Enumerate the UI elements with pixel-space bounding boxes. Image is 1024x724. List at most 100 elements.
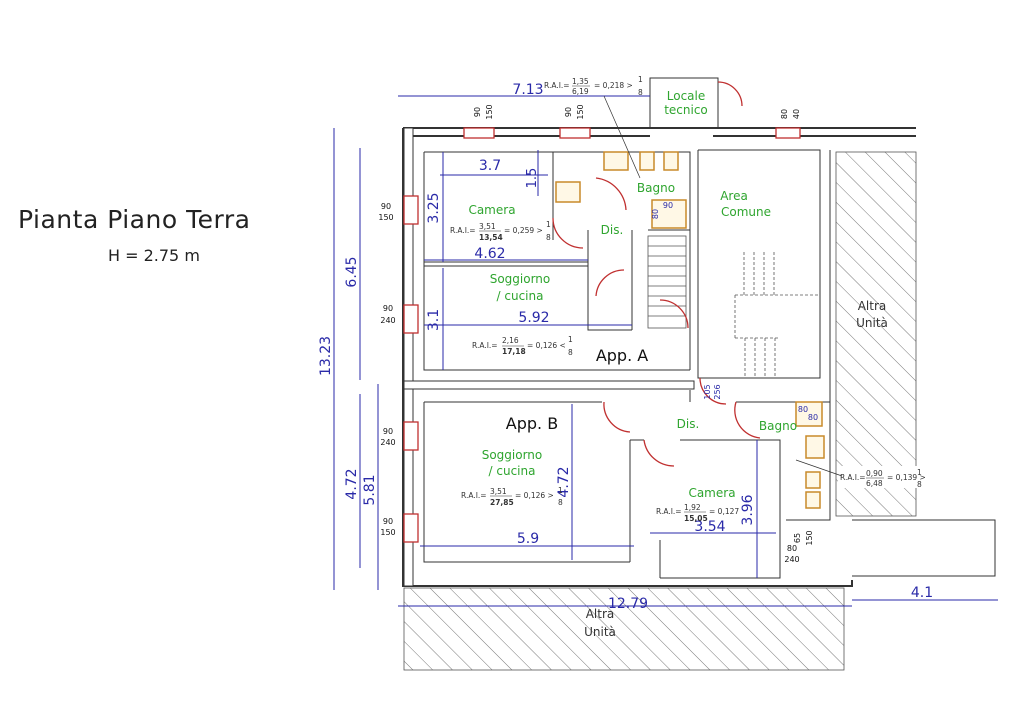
hatch-bottom-unit [403,587,845,671]
room-soggiorno-b-line1: Soggiorno [482,448,543,462]
room-camera-a: Camera [468,203,515,217]
win-left2-b: 240 [380,316,395,325]
room-locale-line2: tecnico [664,103,708,117]
room-dis-b: Dis. [677,417,700,431]
svg-text:6,48: 6,48 [866,479,883,488]
room-soggiorno-a-line2: / cucina [497,289,544,303]
doors [552,81,761,467]
rai-soggiorno-a: R.A.I.= 2,16 17,18 = 0,126 < 1 8 [472,335,573,357]
svg-text:R.A.I.=: R.A.I.= [461,491,487,500]
window-labels: 90 150 90 150 80 40 90 150 90 240 90 240… [378,104,818,564]
room-altra-bottom-line2: Unità [584,625,616,639]
svg-text:13,54: 13,54 [479,233,503,242]
svg-text:R.A.I.=: R.A.I.= [472,341,498,350]
dim-3-54: 3.54 [694,519,725,535]
rai-camera-a: R.A.I.= 3,51 13,54 = 0,259 > 1 8 [450,220,551,242]
dim-5-9: 5.9 [517,531,539,547]
win-bottom-a: 80 [787,544,797,553]
dim-4-1: 4.1 [911,585,933,601]
room-area-line2: Comune [721,205,771,219]
dim-3-1: 3.1 [426,309,442,331]
stairs-common [734,252,818,378]
dim-7-13: 7.13 [512,82,543,98]
svg-text:15,05: 15,05 [684,514,708,523]
rai-bagno-b: R.A.I.= 0,90 6,48 = 0,139 > 1 8 [838,466,926,489]
svg-text:8: 8 [917,480,922,489]
svg-text:1,35: 1,35 [572,77,589,86]
svg-text:= 0,218 >: = 0,218 > [594,81,633,90]
svg-text:2,16: 2,16 [502,336,519,345]
door-entrance-a: 105 [703,384,712,399]
room-camera-b: Camera [688,486,735,500]
room-soggiorno-b-line2: / cucina [489,464,536,478]
bathroom-fixtures [555,151,825,509]
svg-text:1: 1 [917,468,922,477]
svg-text:1: 1 [568,335,573,344]
svg-text:R.A.I.=: R.A.I.= [450,226,476,235]
dim-5-92: 5.92 [518,310,549,326]
apartment-b-label: App. B [506,414,558,433]
win-left1-a: 90 [381,202,391,211]
svg-text:27,85: 27,85 [490,498,514,507]
dim-4-72-left: 4.72 [344,468,360,499]
svg-text:= 0,127: = 0,127 [709,507,739,516]
win-left4-a: 90 [383,517,393,526]
svg-text:8: 8 [638,88,643,97]
plan-height: H = 2.75 m [108,246,200,265]
svg-text:3,51: 3,51 [490,487,507,496]
dim-3-25: 3.25 [426,192,442,223]
dim-13-23: 13.23 [318,336,334,376]
apartment-a-label: App. A [596,346,648,365]
svg-text:R.A.I.=: R.A.I.= [544,81,570,90]
door-entrance-b: 256 [713,384,722,399]
dim-1-5: 1.5 [525,168,540,189]
dim-3-7: 3.7 [479,158,501,174]
shower-b-label-b: 80 [808,413,818,422]
svg-text:= 0,139 >: = 0,139 > [887,473,926,482]
win-left3-a: 90 [383,427,393,436]
room-soggiorno-a-line1: Soggiorno [490,272,551,286]
svg-text:1: 1 [638,75,643,84]
win-bagno-b-b: 150 [805,530,814,545]
left-windows [403,127,801,543]
rai-camera-b: R.A.I.= 1,92 15,05 = 0,127 [656,503,739,523]
win-top1-b: 150 [485,104,494,119]
room-altra-line2: Unità [856,316,888,330]
svg-text:8: 8 [546,233,551,242]
dim-4-62: 4.62 [474,246,505,262]
dimension-lines [333,95,998,607]
room-altra-bottom-line1: Altra [586,607,615,621]
room-bagno-b: Bagno [759,419,797,433]
svg-text:1,92: 1,92 [684,503,701,512]
win-left3-b: 240 [380,438,395,447]
room-altra-line1: Altra [858,299,887,313]
win-left1-b: 150 [378,213,393,222]
room-dis-a: Dis. [601,223,624,237]
win-bottom-b: 240 [784,555,799,564]
win-left4-b: 150 [380,528,395,537]
shower-a-label-a: 80 [651,209,660,219]
svg-text:6,19: 6,19 [572,87,589,96]
win-top1-a: 90 [473,107,482,117]
stairs-a [647,235,687,329]
svg-text:R.A.I.=: R.A.I.= [840,473,866,482]
dim-4-72-mid: 4.72 [556,466,572,497]
win-top2-b: 150 [576,104,585,119]
svg-text:1: 1 [558,486,563,495]
svg-text:8: 8 [568,348,573,357]
win-top2-a: 90 [564,107,573,117]
rai-top: R.A.I.= 1,35 6,19 = 0,218 > 1 8 [544,75,643,97]
room-area-line1: Area [720,189,748,203]
dim-12-79: 12.79 [608,596,648,612]
room-bagno-a: Bagno [637,181,675,195]
svg-text:3,51: 3,51 [479,222,496,231]
hatch-right-unit [835,151,917,517]
shower-a-label-b: 90 [663,201,673,210]
svg-text:R.A.I.=: R.A.I.= [656,507,682,516]
svg-text:= 0,126 >: = 0,126 > [515,491,554,500]
win-left2-a: 90 [383,304,393,313]
svg-text:= 0,126 <: = 0,126 < [527,341,566,350]
win-bagno-b-a: 65 [793,533,802,543]
